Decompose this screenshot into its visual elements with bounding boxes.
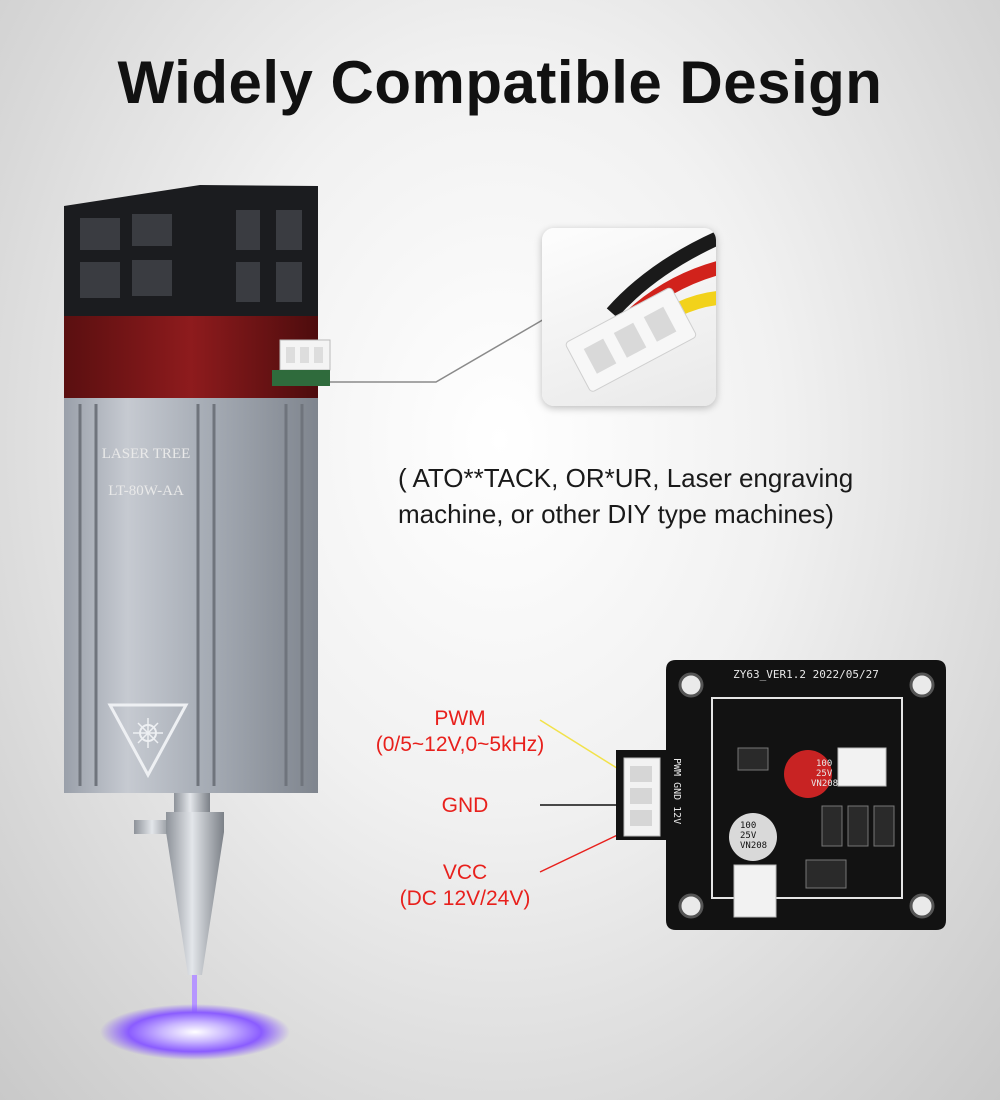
module-body [64,398,318,793]
pwm-spec: (0/5~12V,0~5kHz) [375,733,545,756]
svg-text:25V: 25V [816,769,833,779]
connector-closeup-inset [542,228,716,406]
driver-board-image: ZY63_VER1.2 2022/05/27 PWM GND 12V 100 2… [616,660,946,930]
laser-warning-icon [107,703,189,779]
board-chips [737,747,895,889]
svg-text:VN208: VN208 [740,841,767,851]
capacitor-2: 100 25V VN208 [729,813,777,861]
pwm-label: PWM [434,707,486,730]
svg-text:100: 100 [816,759,832,769]
svg-text:25V: 25V [740,831,757,841]
board-pin-text: PWM GND 12V [671,758,682,824]
output-connector-bottom [733,864,777,918]
nozzle-cone [166,832,224,975]
laser-module-image: LASER TREE LT-80W-AA [64,185,331,1060]
vcc-leader-line [539,829,629,873]
input-connector [623,757,661,837]
vcc-label: VCC [442,861,488,884]
capacitor-1: 100 25V VN208 [784,750,838,798]
body-fins [78,404,304,786]
svg-text:100: 100 [740,821,756,831]
output-connector-top [837,747,887,787]
svg-text:VN208: VN208 [811,779,838,789]
gnd-pin-label: GND [441,794,489,817]
compatibility-line-2: machine, or other DIY type machines) [398,499,834,529]
compatibility-line-1: ( ATO**TACK, OR*UR, Laser engraving [398,463,854,493]
page-title: Widely Compatible Design [117,49,883,116]
laser-glow [100,1004,290,1060]
compatibility-note: ( ATO**TACK, OR*UR, Laser engraving mach… [398,460,958,532]
fan-housing [64,185,318,316]
module-model-label: LT-80W-AA [108,483,184,499]
connector-closeup-image [565,231,716,392]
air-assist-fitting [134,820,174,834]
module-connector [272,339,331,386]
vcc-spec: (DC 12V/24V) [399,887,531,910]
board-header-text: ZY63_VER1.2 2022/05/27 [733,668,879,681]
vcc-pin-label: VCC (DC 12V/24V) [380,860,550,912]
connector-leader-line [330,317,547,383]
laser-beam [192,975,197,1030]
pwm-pin-label: PWM (0/5~12V,0~5kHz) [355,706,565,758]
module-brand-label: LASER TREE [102,446,190,462]
